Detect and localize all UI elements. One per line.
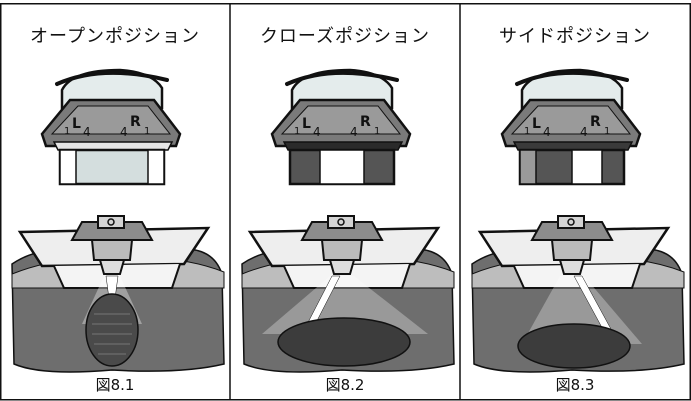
dial-left-label: L: [302, 116, 311, 132]
dial-left-label: L: [72, 116, 81, 132]
dial-right-tick: 1: [144, 126, 150, 137]
spray-scene-close: [241, 215, 455, 373]
dial-right-label: R: [360, 114, 371, 130]
dial-left-tick: 1: [294, 126, 300, 137]
figure-caption-8-1: 図8.1: [95, 376, 135, 394]
panel-title-close: クローズポジション: [259, 26, 431, 47]
dial-right-label: R: [130, 114, 141, 130]
panel-title-side: サイドポジション: [499, 26, 651, 47]
dial-left-number: 4: [543, 125, 551, 139]
nozzle-dial-open: L 4 1 R 4 1: [40, 68, 182, 186]
nozzle-dial-side: L 4 1 R 4 1: [500, 68, 642, 186]
spray-scene-side: [471, 215, 685, 373]
dial-left-tick: 1: [64, 126, 70, 137]
panel-title-open: オープンポジション: [30, 26, 200, 47]
dial-right-number: 4: [350, 125, 358, 139]
dial-right-number: 4: [120, 125, 128, 139]
dial-left-tick: 1: [524, 126, 530, 137]
figure-caption-8-2: 図8.2: [325, 376, 365, 394]
dial-right-tick: 1: [604, 126, 610, 137]
dial-right-number: 4: [580, 125, 588, 139]
nozzle-dial-close: L 4 1 R 4 1: [270, 68, 412, 186]
dial-left-number: 4: [83, 125, 91, 139]
dial-right-label: R: [590, 114, 601, 130]
spray-scene-open: [11, 215, 225, 373]
dial-left-number: 4: [313, 125, 321, 139]
dial-left-label: L: [532, 116, 541, 132]
figure-caption-8-3: 図8.3: [555, 376, 595, 394]
dial-right-tick: 1: [374, 126, 380, 137]
